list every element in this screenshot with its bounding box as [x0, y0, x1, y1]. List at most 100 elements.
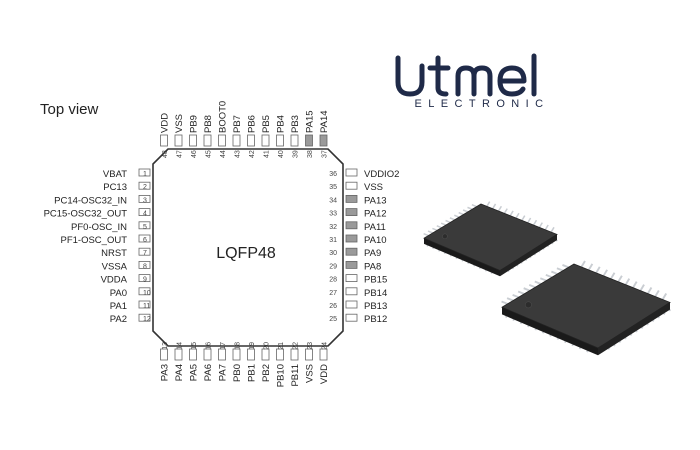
pin-number-3: 3: [143, 197, 147, 204]
pin-lead-22: [290, 348, 299, 361]
pin-lead-31: [345, 234, 358, 243]
pin-number-8: 8: [143, 263, 147, 270]
pin-number-5: 5: [143, 224, 147, 231]
pin-label-4: PC15-OSC32_OUT: [44, 209, 128, 220]
pin-label-22: PB11: [290, 364, 301, 387]
pin-label-15: PA5: [189, 364, 200, 381]
pin-lead-11: [138, 300, 151, 309]
pin-label-21: PB10: [276, 364, 287, 387]
pin-lead-43: [232, 134, 241, 147]
chip-top: [423, 203, 558, 271]
pin-lead-3: [138, 194, 151, 203]
pin-lead-16: [203, 348, 212, 361]
pin-label-47: VSS: [174, 114, 185, 133]
pin-lead-23: [305, 348, 313, 361]
chip-lead: [534, 280, 542, 285]
chip-lead: [501, 300, 508, 305]
pin-lead-44: [218, 134, 226, 147]
pin-lead-26: [345, 300, 358, 309]
pin-label-16: PA6: [203, 364, 214, 381]
pin-lead-30: [345, 247, 358, 256]
pin-lead-27: [345, 287, 358, 296]
chip-image-back: [423, 201, 558, 277]
pin-label-23: VSS: [305, 364, 316, 383]
chip-image-front: [501, 260, 672, 356]
pin-label-36: VDDIO2: [364, 169, 399, 180]
pin-label-33: PA12: [364, 209, 387, 220]
chip-lead: [562, 264, 569, 269]
chip-lead: [532, 219, 538, 226]
chip-lead: [550, 226, 555, 233]
pin-lead-32: [345, 221, 358, 230]
pin-lead-17: [218, 348, 226, 361]
chip-lead: [539, 277, 547, 282]
pin-label-48: VDD: [160, 113, 171, 133]
pin-label-20: PB2: [261, 364, 272, 382]
pin-label-3: PC14-OSC32_IN: [54, 195, 127, 206]
pin-label-28: PB15: [364, 275, 387, 286]
pin-label-10: PA0: [110, 288, 127, 299]
pin-number-47: 47: [177, 150, 184, 158]
pin-label-1: VBAT: [103, 169, 127, 180]
pin-lead-5: [138, 221, 151, 230]
pin-lead-21: [276, 348, 284, 361]
chip-lead: [647, 287, 653, 295]
pin-number-32: 32: [329, 224, 337, 231]
pin-lead-45: [203, 134, 212, 147]
pin-label-39: PB3: [290, 115, 301, 133]
pin-lead-36: [345, 168, 358, 177]
chip-lead: [454, 214, 460, 218]
pin-number-35: 35: [329, 184, 337, 191]
pin-lead-41: [261, 134, 270, 147]
pin-label-6: PF1-OSC_OUT: [60, 235, 127, 246]
chip-lead: [517, 290, 525, 295]
chip-top: [501, 263, 671, 349]
pin-number-28: 28: [329, 277, 337, 284]
chip-lead: [515, 212, 520, 219]
pin-number-40: 40: [278, 150, 285, 158]
pin-number-31: 31: [329, 237, 337, 244]
pin-number-42: 42: [249, 150, 256, 158]
chip-lead: [527, 217, 532, 224]
pin-lead-39: [290, 134, 299, 147]
pin-label-7: NRST: [101, 248, 127, 259]
pin-label-45: PB8: [203, 115, 214, 133]
pin-lead-28: [345, 274, 358, 283]
pin-number-2: 2: [143, 184, 147, 191]
pin-lead-24: [319, 348, 328, 361]
pin-lead-33: [345, 208, 358, 217]
package-outline: [152, 148, 344, 347]
pin-lead-7: [138, 247, 151, 256]
pin-lead-2: [138, 181, 151, 190]
pin-label-27: PB14: [364, 288, 387, 299]
pin-label-18: PB0: [232, 364, 243, 382]
pin-number-36: 36: [329, 171, 337, 178]
chip-lead: [432, 227, 438, 232]
chip-lead: [423, 232, 429, 237]
pin-number-7: 7: [143, 250, 147, 257]
pin-label-32: PA11: [364, 222, 386, 233]
chip-lead: [587, 263, 594, 271]
pin-label-30: PA9: [364, 248, 381, 259]
pin-lead-37: [319, 134, 328, 147]
pin-lead-8: [138, 260, 151, 269]
chip-lead: [580, 260, 586, 268]
chip-lead: [427, 230, 434, 234]
chip-photo: [423, 201, 672, 356]
chip-lead: [556, 267, 564, 272]
pin-label-42: PB6: [247, 115, 258, 133]
chip-lead: [445, 219, 451, 224]
pin-number-26: 26: [329, 303, 337, 310]
pin-lead-10: [138, 287, 151, 296]
pin-number-37: 37: [322, 150, 329, 158]
pin-lead-20: [261, 348, 270, 361]
chip-lead: [545, 274, 553, 279]
pin-lead-12: [138, 313, 151, 322]
pin-lead-42: [247, 134, 255, 147]
chip-lead: [449, 217, 455, 221]
chip-lead: [632, 281, 638, 289]
pin-label-2: PC13: [103, 182, 127, 193]
chip-lead: [523, 287, 531, 292]
chip-lead: [595, 266, 601, 274]
pin-number-1: 1: [143, 171, 147, 178]
